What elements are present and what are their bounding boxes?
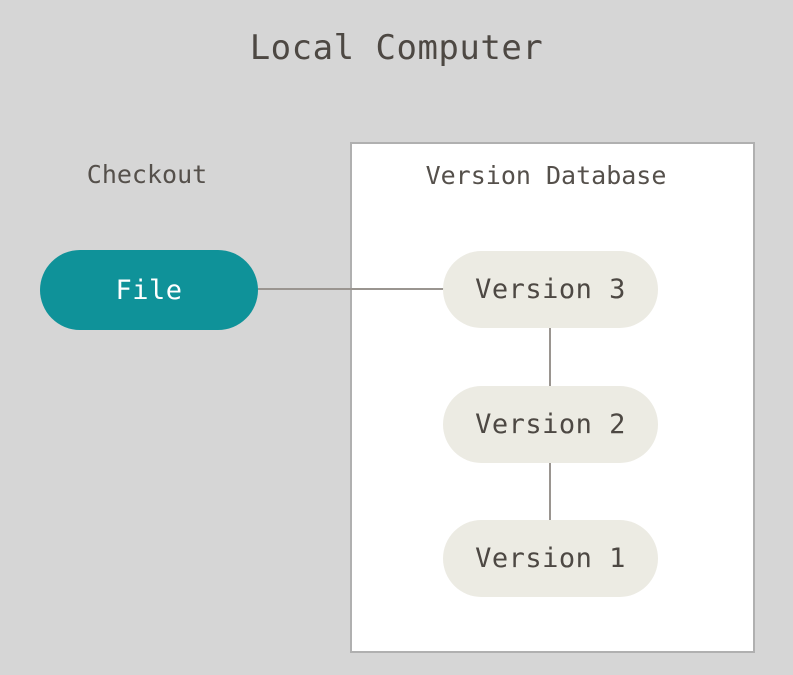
node-version-1[interactable]: Version 1 bbox=[443, 520, 658, 597]
node-version-3[interactable]: Version 3 bbox=[443, 251, 658, 328]
connector-version-3-to-version-2 bbox=[549, 325, 551, 387]
node-version-2[interactable]: Version 2 bbox=[443, 386, 658, 463]
checkout-caption: Checkout bbox=[86, 160, 208, 189]
version-database-caption: Version Database bbox=[425, 161, 667, 190]
connector-version-2-to-version-1 bbox=[549, 459, 551, 521]
diagram-title: Local Computer bbox=[249, 28, 544, 68]
node-file[interactable]: File bbox=[40, 250, 258, 330]
connector-file-to-version-3 bbox=[256, 288, 448, 290]
